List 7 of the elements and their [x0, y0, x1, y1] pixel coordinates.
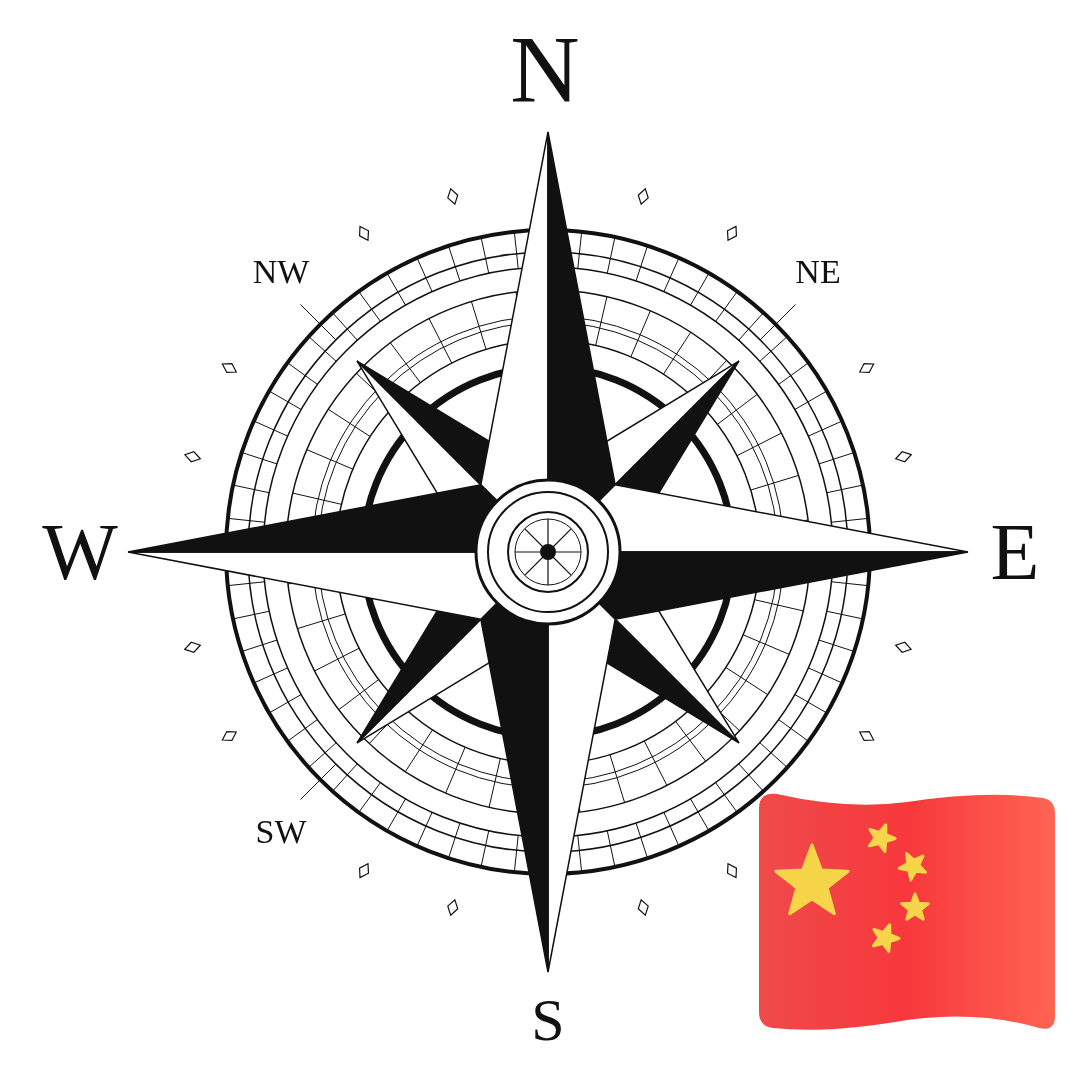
direction-label: E	[990, 512, 1040, 592]
direction-label: SW	[255, 815, 307, 849]
direction-label: S	[531, 990, 565, 1050]
direction-label: NE	[795, 255, 841, 289]
direction-label: NW	[252, 255, 310, 289]
direction-label: W	[42, 512, 118, 592]
direction-label: N	[510, 22, 580, 118]
